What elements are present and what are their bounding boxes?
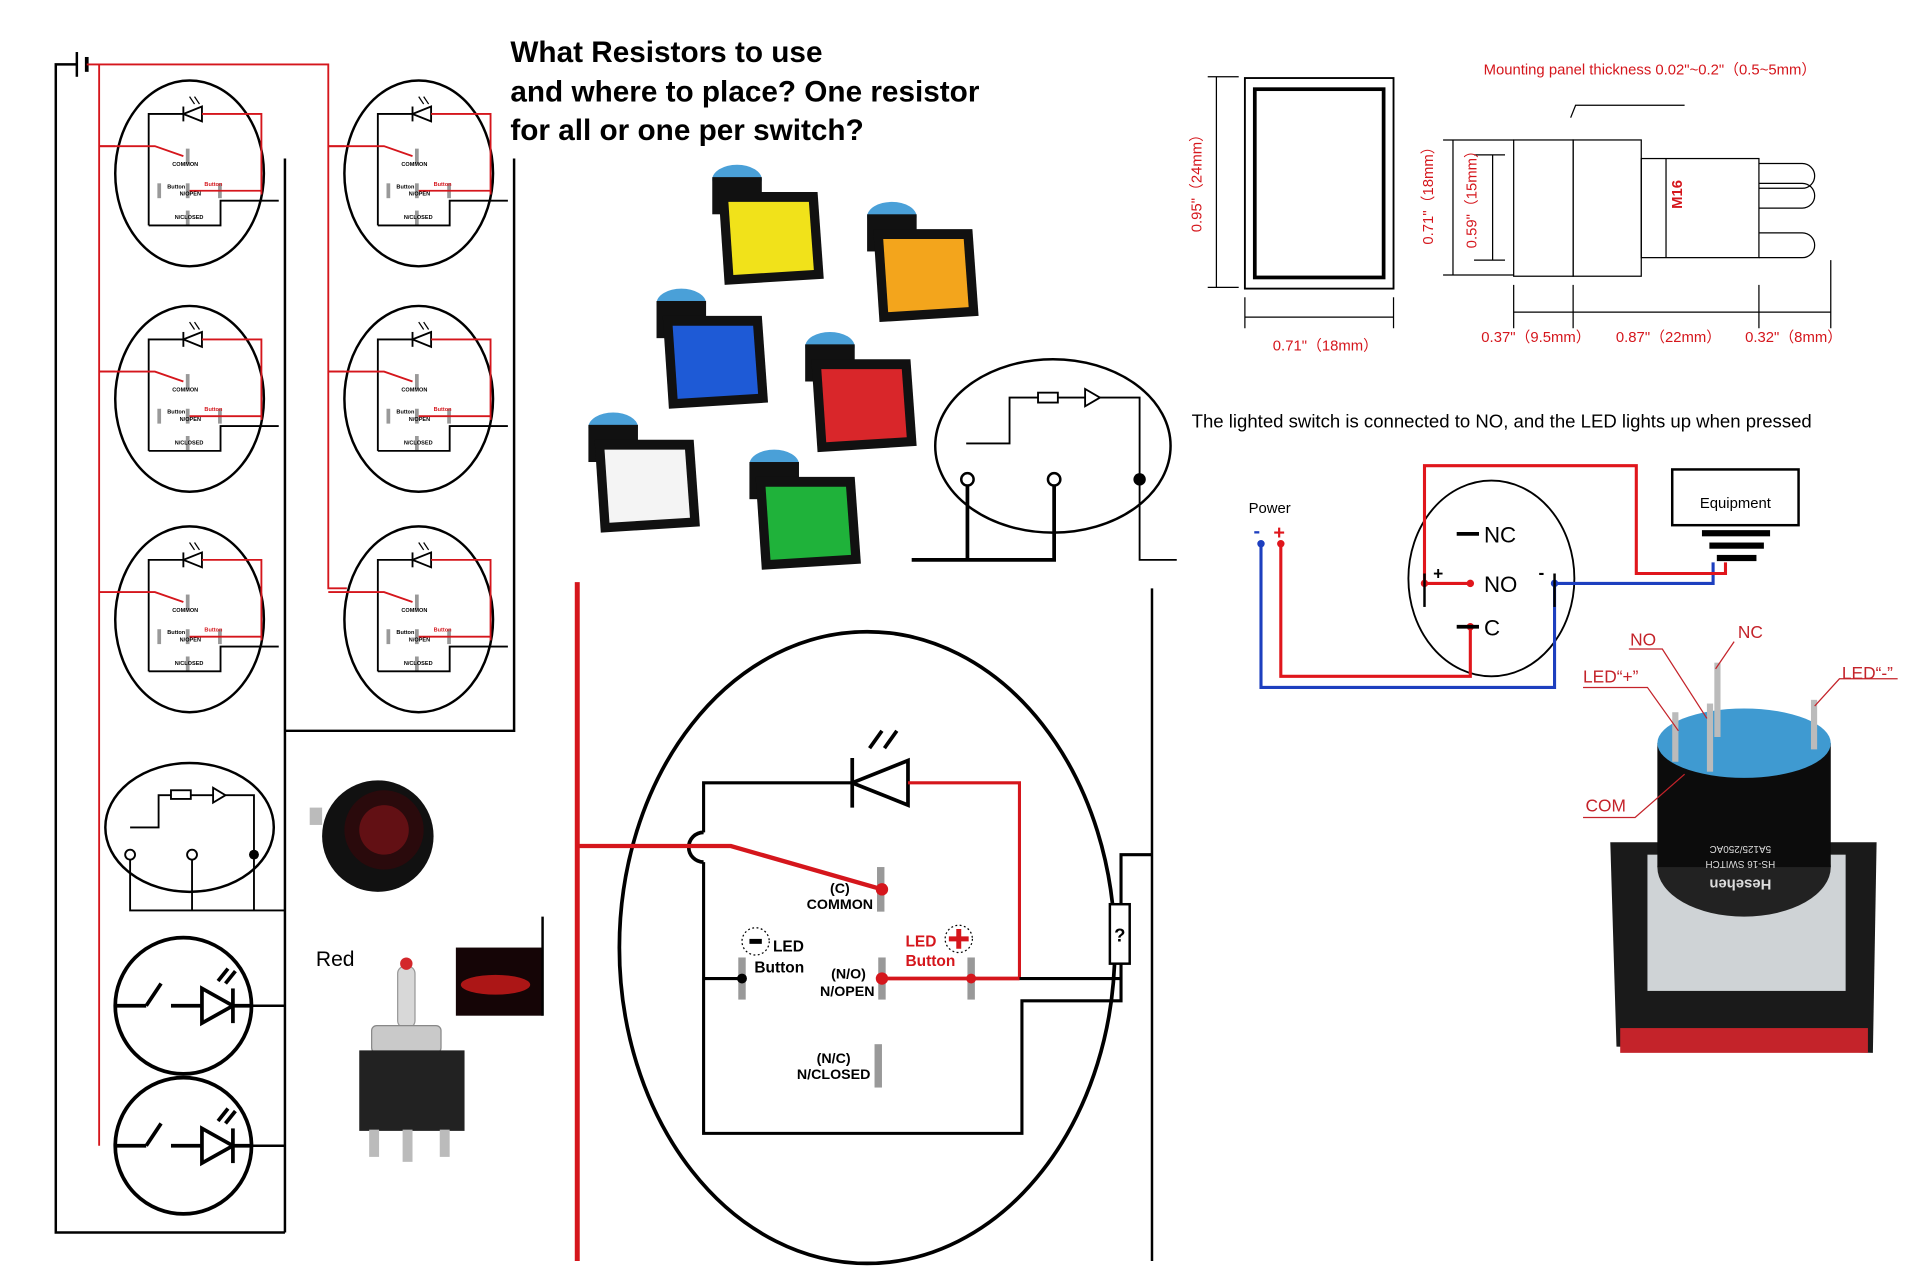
switch_labels-nc_short-label: (N/C) xyxy=(817,1051,851,1067)
switch_labels-common-label: COMMON xyxy=(807,897,873,913)
push-button-photo-1 xyxy=(712,164,824,285)
switch_photo-model-label: HS-16 SWITCH xyxy=(1705,858,1775,869)
resistor-symbol xyxy=(1108,902,1131,965)
switch_labels-button-label: Button xyxy=(754,959,804,976)
dimensions-width_front-label: 0.71"（18mm） xyxy=(1273,338,1378,355)
wiring-c-label: C xyxy=(1484,615,1500,640)
switch_photo-rating-label: 5A125/250AC xyxy=(1710,843,1772,854)
minus-icon xyxy=(749,938,762,944)
nc-terminal xyxy=(874,1044,882,1088)
led-switch-symbol-1 xyxy=(113,935,254,1076)
dimensions-len_a-label: 0.37"（9.5mm） xyxy=(1481,329,1590,346)
round-rocker-switch-photo xyxy=(309,780,434,892)
equipment-box xyxy=(1670,468,1800,527)
simple-switch-ellipse xyxy=(104,761,285,912)
round-switch-photo: Hesehen HS-16 SWITCH 5A125/250AC NO NC L… xyxy=(1583,622,1898,1053)
question-title: What Resistors to use and where to place… xyxy=(510,36,979,147)
main-switch-circuit: ? (C) COMMON LED Button (N/O) N/OPEN LED… xyxy=(574,582,1154,1266)
mini-switch-3 xyxy=(97,525,280,714)
toggle-switch-photo xyxy=(359,916,544,1162)
reference-switch-ellipse xyxy=(911,357,1177,562)
switch_photo-brand-label: Hesehen xyxy=(1709,875,1771,891)
question-line3-label: for all or one per switch? xyxy=(510,114,863,147)
switch_photo-labels-led_minus-label: LED“-” xyxy=(1842,663,1893,683)
wiring-equipment-label: Equipment xyxy=(1700,496,1772,512)
dimensions-len_c-label: 0.32"（8mm） xyxy=(1745,329,1842,346)
question-line1-label: What Resistors to use xyxy=(510,36,822,69)
wiring-caption: The lighted switch is connected to NO, a… xyxy=(1192,410,1812,431)
wiring-diagram: Power - + NC NO C + - Equipment xyxy=(1249,464,1800,689)
colored-buttons-photo xyxy=(588,164,979,570)
dimensions-len_b-label: 0.87"（22mm） xyxy=(1616,329,1721,346)
toggle-color-label: Red xyxy=(316,948,355,971)
switch_photo-labels-nc-label: NC xyxy=(1738,622,1763,642)
dimensions-lens_height-label: 0.59"（15mm） xyxy=(1464,143,1481,248)
wiring-minus-label: - xyxy=(1254,521,1261,543)
switch_labels-led-label: LED xyxy=(905,933,936,950)
dimensions-thread-label: M16 xyxy=(1670,180,1686,209)
wiring-plus-label: + xyxy=(1433,564,1443,584)
switch_labels-nc-label: N/CLOSED xyxy=(797,1067,871,1083)
switch_photo-labels-led_plus-label: LED“+” xyxy=(1583,666,1639,686)
push-button-photo-2 xyxy=(867,201,979,323)
led-switch-symbol-2 xyxy=(113,1075,254,1216)
switch_labels-no_short-label: (N/O) xyxy=(831,967,866,983)
dimensions-panel_thickness-label: Mounting panel thickness 0.02"~0.2"（0.5~… xyxy=(1484,61,1817,78)
push-button-photo-6 xyxy=(749,449,861,570)
push-button-photo-3 xyxy=(656,288,769,409)
dimensions-height_front-label: 0.95"（24mm） xyxy=(1189,127,1206,232)
dimension-drawing xyxy=(1207,76,1832,329)
wiring-minus-label: - xyxy=(1538,562,1544,582)
dimensions-body_height-label: 0.71"（18mm） xyxy=(1420,139,1437,244)
switch_photo-labels-no-label: NO xyxy=(1630,629,1656,649)
mini-switch-5 xyxy=(327,304,510,493)
wiring-no-label: NO xyxy=(1484,572,1517,597)
dimension-labels: 0.95"（24mm） 0.71"（18mm） Mounting panel t… xyxy=(1189,61,1843,354)
switch_labels-no-label: N/OPEN xyxy=(820,984,875,1000)
push-button-photo-4 xyxy=(805,331,917,453)
question-line2-label: and where to place? One resistor xyxy=(510,76,979,109)
switch_photo-labels-com-label: COM xyxy=(1586,795,1626,815)
push-button-photo-5 xyxy=(588,412,700,533)
wiring-power-label: Power xyxy=(1249,501,1291,517)
wiring-nc-label: NC xyxy=(1484,523,1516,548)
mini-switch-6 xyxy=(327,525,510,714)
wiring-plus-label: + xyxy=(1273,522,1285,544)
mini-switch-4 xyxy=(327,79,510,268)
switch_labels-led-label: LED xyxy=(773,938,804,955)
left-switch-chain xyxy=(54,52,516,1234)
switch_labels-common_short-label: (C) xyxy=(830,881,850,897)
mini-switch-2 xyxy=(97,304,280,493)
switch_labels-resistor-label: ? xyxy=(1114,924,1125,945)
switch_labels-button-label: Button xyxy=(905,953,955,970)
plus-icon xyxy=(948,928,969,949)
mini-switch-1 xyxy=(97,79,280,268)
